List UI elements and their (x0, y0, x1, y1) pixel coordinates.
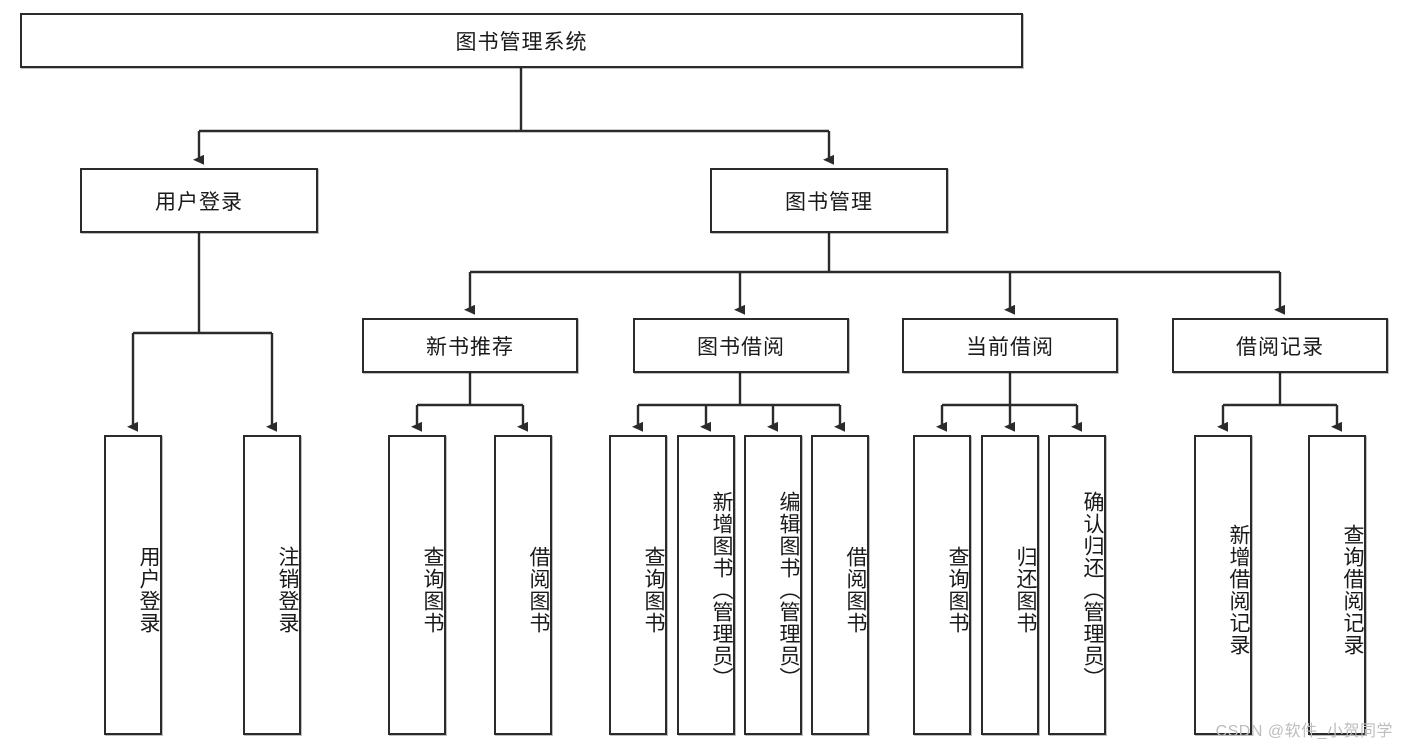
node-leaf-return-book-label: 归还图书 (1014, 546, 1037, 634)
node-leaf-query-book-1[interactable]: 查询图书 (388, 435, 446, 735)
node-leaf-query-record-label: 查询借阅记录 (1341, 524, 1364, 656)
node-new-book-rec-label: 新书推荐 (426, 335, 514, 359)
node-leaf-return-book[interactable]: 归还图书 (981, 435, 1039, 735)
node-current-borrow[interactable]: 当前借阅 (902, 318, 1118, 373)
node-leaf-add-book[interactable]: 新增图书（管理员） (677, 435, 735, 735)
node-leaf-query-book-3[interactable]: 查询图书 (913, 435, 971, 735)
node-book-borrow-label: 图书借阅 (697, 335, 785, 359)
node-borrow-record-label: 借阅记录 (1236, 335, 1324, 359)
node-borrow-record[interactable]: 借阅记录 (1172, 318, 1388, 373)
node-leaf-add-record-label: 新增借阅记录 (1227, 524, 1250, 656)
node-leaf-confirm-return[interactable]: 确认归还（管理员） (1048, 435, 1106, 735)
node-leaf-logout-login[interactable]: 注销登录 (243, 435, 301, 735)
node-new-book-rec[interactable]: 新书推荐 (362, 318, 578, 373)
node-user-login[interactable]: 用户登录 (80, 168, 318, 233)
node-leaf-borrow-book-2-label: 借阅图书 (844, 546, 867, 634)
node-leaf-confirm-return-label: 确认归还（管理员） (1081, 491, 1104, 689)
node-current-borrow-label: 当前借阅 (966, 335, 1054, 359)
node-leaf-query-book-3-label: 查询图书 (946, 546, 969, 634)
node-leaf-logout-login-label: 注销登录 (276, 546, 299, 634)
node-leaf-borrow-book-2[interactable]: 借阅图书 (811, 435, 869, 735)
node-leaf-borrow-book-1[interactable]: 借阅图书 (494, 435, 552, 735)
node-book-borrow[interactable]: 图书借阅 (633, 318, 849, 373)
node-root-label: 图书管理系统 (455, 30, 588, 54)
node-leaf-add-record[interactable]: 新增借阅记录 (1194, 435, 1252, 735)
node-leaf-user-login[interactable]: 用户登录 (104, 435, 162, 735)
node-leaf-borrow-book-1-label: 借阅图书 (527, 546, 550, 634)
node-root[interactable]: 图书管理系统 (20, 13, 1023, 68)
node-leaf-user-login-label: 用户登录 (137, 546, 160, 634)
node-leaf-query-book-1-label: 查询图书 (421, 546, 444, 634)
node-leaf-edit-book-label: 编辑图书（管理员） (777, 491, 800, 689)
node-leaf-add-book-label: 新增图书（管理员） (710, 491, 733, 689)
node-leaf-query-book-2-label: 查询图书 (642, 546, 665, 634)
node-book-manage-label: 图书管理 (785, 190, 873, 214)
node-user-login-label: 用户登录 (155, 190, 243, 214)
node-leaf-edit-book[interactable]: 编辑图书（管理员） (744, 435, 802, 735)
csdn-watermark: CSDN @软件_小贺同学 (1215, 723, 1393, 740)
node-leaf-query-record[interactable]: 查询借阅记录 (1308, 435, 1366, 735)
node-leaf-query-book-2[interactable]: 查询图书 (609, 435, 667, 735)
node-book-manage[interactable]: 图书管理 (710, 168, 948, 233)
